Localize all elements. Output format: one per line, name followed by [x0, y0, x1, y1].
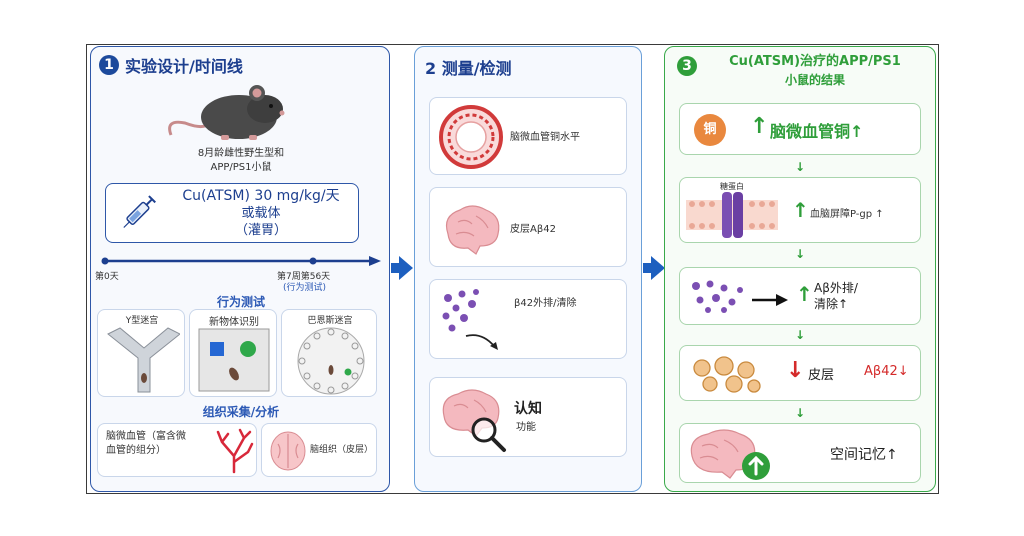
figure-frame	[86, 44, 939, 494]
result4-label-cortex: 皮层	[808, 368, 835, 383]
measure-label-abeta: 皮层Aβ42	[510, 224, 556, 235]
tissue-a-line2: 血管的组分）	[106, 445, 166, 456]
mouse-icon	[168, 85, 285, 140]
result-card-efflux: ↑ Aβ外排/ 清除↑	[679, 267, 921, 325]
panel2-title: 2 测量/检测	[425, 59, 512, 78]
panel3-number: 3	[677, 56, 697, 76]
test-label-novel-object: 新物体识别	[209, 317, 259, 328]
panel1-number: 1	[99, 55, 119, 75]
panel3-title-line1: Cu(ATSM)治疗的APP/PS1	[729, 54, 901, 69]
result4-label-abeta: Aβ42↓	[864, 364, 909, 379]
measure-card-abeta: 皮层Aβ42	[429, 187, 627, 267]
tissue-b-label: 脑组织（皮层）	[310, 445, 374, 455]
arrow-1-head	[399, 256, 413, 280]
up-arrow-icon: ↑	[750, 114, 769, 139]
measure-card-copper: 脑微血管铜水平	[429, 97, 627, 175]
down-arrow-icon-4: ↓	[795, 406, 806, 420]
test-card-novel-object: 新物体识别	[189, 309, 277, 397]
panel3-title-line2: 小鼠的结果	[784, 73, 845, 87]
tissue-card-cortex: 脑组织（皮层）	[261, 423, 377, 477]
behavior-title: 行为测试	[216, 295, 265, 309]
timeline-end-sub: (行为测试)	[283, 283, 327, 293]
up-arrow-icon: ↑	[792, 198, 809, 222]
mouse-label: 8月龄雌性野生型和 APP/PS1小鼠	[181, 147, 301, 175]
plaque-icon	[693, 356, 761, 393]
result3-label: Aβ外排/ 清除↑	[814, 280, 858, 312]
down-arrow-red-icon: ↓	[786, 358, 805, 383]
arrow-2-head	[651, 256, 665, 280]
result-card-pgp: 糖蛋白 ↑ 血脑屏障P-gp ↑	[679, 177, 921, 243]
test-card-barnes-maze: 巴恩斯迷宫	[281, 309, 377, 397]
brain-icon	[445, 205, 500, 255]
down-arrow-icon-1: ↓	[795, 160, 806, 174]
test-label-y-maze: Y型迷宫	[125, 316, 159, 326]
barnes-maze-icon	[297, 327, 365, 395]
panel-results: 3 Cu(ATSM)治疗的APP/PS1 小鼠的结果 铜 ↑ 脑微血管铜↑ ↓ …	[664, 46, 936, 492]
result1-label: 脑微血管铜↑	[770, 122, 864, 141]
result2-label: 血脑屏障P-gp ↑	[810, 209, 884, 220]
abeta-particles-icon	[442, 289, 498, 350]
down-arrow-icon-3: ↓	[795, 328, 806, 342]
microvessel-icon	[216, 428, 254, 474]
syringe-icon	[123, 195, 156, 228]
tissue-a-line1: 脑微血管（富含微	[106, 431, 186, 442]
result3-line2: 清除↑	[814, 297, 849, 311]
treatment-text: Cu(ATSM) 30 mg/kg/天 或载体 （灌胃）	[168, 188, 354, 239]
treatment-route: （灌胃）	[234, 223, 287, 238]
measure-card-cognition: 认知 功能	[429, 377, 627, 457]
tissue-a-label: 脑微血管（富含微 血管的组分）	[106, 430, 206, 458]
arrow-2-stem	[643, 263, 653, 273]
result-card-memory: 空间记忆↑	[679, 423, 921, 483]
result-card-copper: 铜 ↑ 脑微血管铜↑	[679, 103, 921, 155]
down-arrow-icon-2: ↓	[795, 247, 806, 261]
y-maze-icon	[107, 327, 180, 393]
abeta-efflux-icon	[692, 280, 788, 313]
timeline-start: 第0天	[95, 272, 119, 282]
brain-up-icon	[690, 429, 770, 480]
arrow-1-stem	[391, 263, 401, 273]
up-arrow-icon: ↑	[796, 282, 813, 306]
novel-object-icon	[198, 328, 270, 392]
tissue-title: 组织采集/分析	[202, 405, 280, 419]
panel3-title: Cu(ATSM)治疗的APP/PS1 小鼠的结果	[705, 53, 925, 89]
panel1-header: 1 实验设计/时间线	[99, 53, 243, 77]
tissue-card-microvessel: 脑微血管（富含微 血管的组分）	[97, 423, 257, 477]
treatment-vehicle: 或载体	[241, 206, 281, 221]
brain-magnifier-icon	[442, 389, 506, 452]
measure-label-cognition: 认知	[514, 401, 542, 417]
timeline	[101, 256, 381, 266]
brain-slice-icon	[270, 431, 306, 471]
vessel-cross-section-icon	[439, 105, 503, 169]
copper-badge: 铜	[694, 114, 726, 146]
mouse-label-line2: APP/PS1小鼠	[210, 162, 272, 173]
bbb-membrane-icon	[686, 192, 778, 238]
measure-label-function: 功能	[516, 422, 536, 433]
result5-label: 空间记忆↑	[830, 447, 898, 463]
pgp-label: 糖蛋白	[720, 182, 744, 191]
measure-card-efflux: β42外排/清除	[429, 279, 627, 359]
measure-label-copper: 脑微血管铜水平	[510, 132, 580, 143]
panel-experiment-design: 1 实验设计/时间线 8月龄雌性野生型和 APP/PS1小鼠 Cu(ATS	[90, 46, 390, 492]
panel-measurements: 2 测量/检测 脑微血管铜水平 皮层Aβ42 β42外排/清除	[414, 46, 642, 492]
result3-line1: Aβ外排/	[814, 281, 858, 295]
test-label-barnes-maze: 巴恩斯迷宫	[307, 316, 353, 326]
timeline-end: 第7周第56天	[277, 272, 331, 282]
treatment-dose: Cu(ATSM) 30 mg/kg/天	[182, 188, 340, 204]
panel3-number-wrap: 3	[677, 55, 697, 76]
measure-label-efflux: β42外排/清除	[514, 298, 577, 309]
mouse-label-line1: 8月龄雌性野生型和	[197, 148, 285, 159]
treatment-box: Cu(ATSM) 30 mg/kg/天 或载体 （灌胃）	[105, 183, 359, 243]
panel1-title: 实验设计/时间线	[125, 57, 243, 76]
test-card-y-maze: Y型迷宫	[97, 309, 185, 397]
result-card-cortex: ↓ 皮层 Aβ42↓	[679, 345, 921, 401]
